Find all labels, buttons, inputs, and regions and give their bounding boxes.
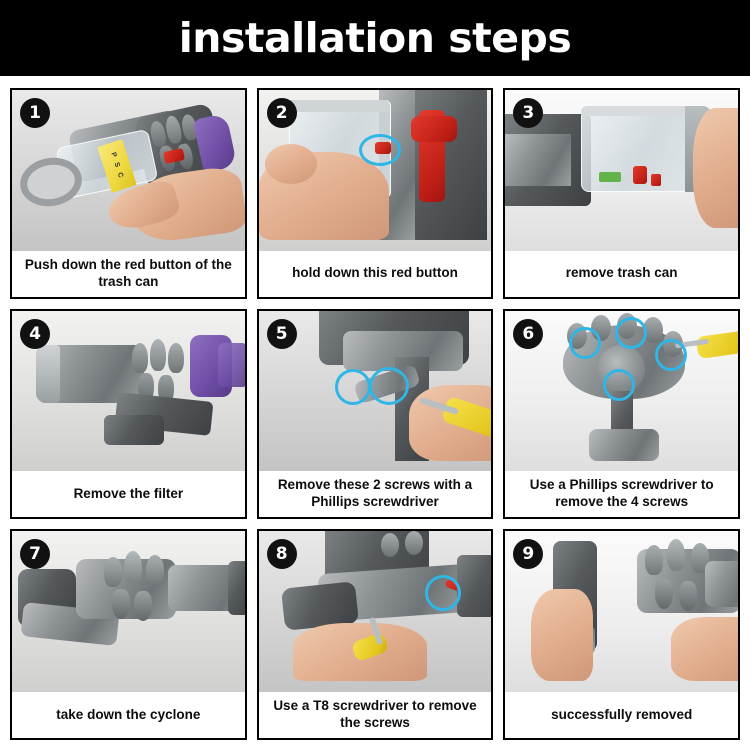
step-card-4: 4 Remove the filter — [10, 308, 247, 520]
step-card-7: 7 take down the cyclone — [10, 529, 247, 740]
step-photo-4: 4 — [12, 310, 245, 472]
step-card-9: 9 successfully removed — [503, 529, 740, 740]
page-title: installation steps — [178, 14, 572, 62]
highlight-circle — [615, 316, 648, 349]
step-caption-2: hold down this red button — [258, 250, 492, 297]
step-badge-6: 6 — [513, 318, 544, 349]
header-bar: installation steps — [0, 0, 750, 76]
highlight-circle — [603, 368, 636, 401]
step-photo-2: 2 — [258, 90, 492, 251]
step-badge-9: 9 — [513, 539, 544, 570]
step-card-6: 6 Use a Phillips screwdriver to remove t… — [503, 308, 740, 520]
sticker-label: P S C — [109, 151, 125, 181]
highlight-circle — [358, 134, 401, 166]
step-caption-1: Push down the red button of the trash ca… — [12, 250, 245, 297]
step-card-1: P S C 1 Push down the red button of the … — [10, 88, 247, 299]
highlight-circle — [569, 326, 602, 359]
steps-grid: P S C 1 Push down the red button of the … — [0, 76, 750, 750]
step-photo-7: 7 — [12, 531, 245, 692]
step-photo-5: 5 — [258, 310, 492, 472]
highlight-circle — [368, 366, 409, 405]
highlight-circle — [424, 575, 461, 612]
step-badge-3: 3 — [513, 98, 544, 128]
highlight-circle — [334, 368, 371, 405]
step-photo-3: 3 — [505, 90, 738, 251]
step-photo-8: 8 — [258, 531, 492, 692]
step-card-2: 2 hold down this red button — [256, 88, 494, 299]
step-photo-1: P S C 1 — [12, 90, 245, 251]
step-caption-8: Use a T8 screwdriver to remove the screw… — [258, 692, 492, 738]
step-photo-9: 9 — [505, 531, 738, 692]
step-badge-2: 2 — [266, 98, 297, 128]
step-card-3: 3 remove trash can — [503, 88, 740, 299]
step-caption-5: Remove these 2 screws with a Phillips sc… — [258, 471, 492, 518]
step-badge-7: 7 — [20, 539, 50, 570]
step-caption-4: Remove the filter — [12, 471, 245, 518]
step-caption-7: take down the cyclone — [12, 692, 245, 738]
highlight-circle — [655, 338, 688, 371]
step-card-5: 5 Remove these 2 screws with a Phillips … — [256, 308, 494, 520]
step-badge-5: 5 — [266, 318, 297, 349]
step-caption-3: remove trash can — [505, 250, 738, 297]
step-badge-8: 8 — [266, 539, 297, 570]
step-caption-6: Use a Phillips screwdriver to remove the… — [505, 471, 738, 518]
step-caption-9: successfully removed — [505, 692, 738, 738]
step-badge-4: 4 — [20, 318, 50, 349]
step-badge-1: 1 — [20, 98, 50, 128]
step-card-8: 8 Use a T8 screwdriver to remove the scr… — [256, 529, 494, 740]
step-photo-6: 6 — [505, 310, 738, 472]
